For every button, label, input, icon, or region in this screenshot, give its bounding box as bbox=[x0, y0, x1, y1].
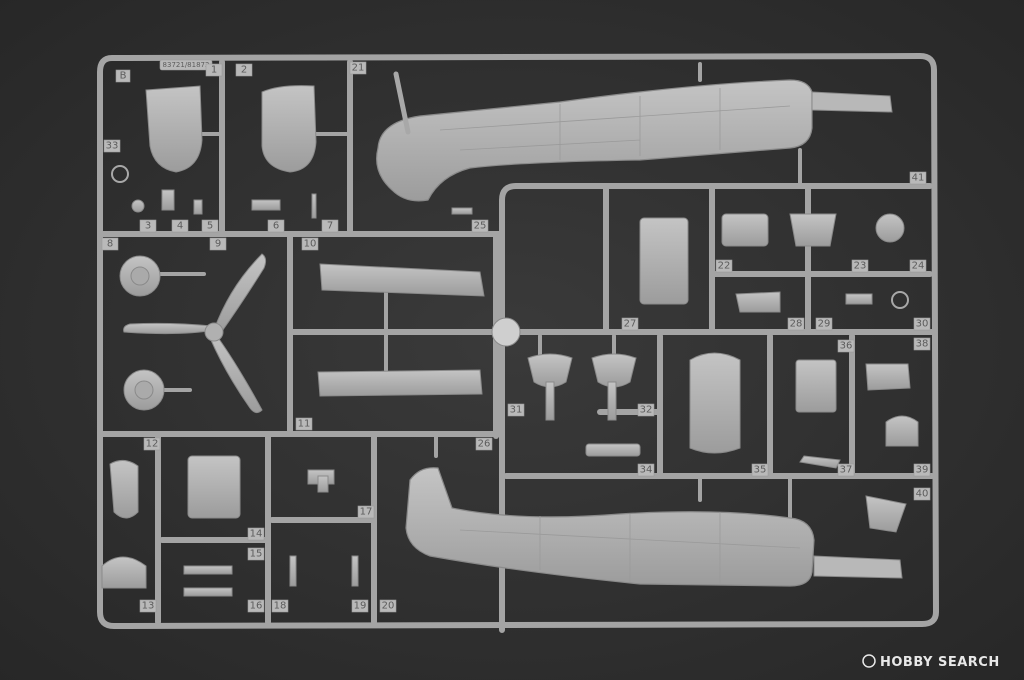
part-number-tag bbox=[139, 219, 157, 233]
part-number: 41 bbox=[912, 173, 925, 184]
part-number-tag bbox=[205, 63, 223, 77]
part-number: 16 bbox=[250, 601, 263, 612]
part-number-tag bbox=[143, 437, 161, 451]
part-number: 10 bbox=[304, 239, 317, 250]
part-number: 22 bbox=[718, 261, 731, 272]
part-number-tag bbox=[209, 237, 227, 251]
part-number: 36 bbox=[840, 341, 853, 352]
part-number: 2 bbox=[241, 65, 247, 76]
part-number-tag bbox=[913, 337, 931, 351]
part-number: 5 bbox=[207, 221, 213, 232]
part-number: 33 bbox=[106, 141, 119, 152]
part-number: 34 bbox=[640, 465, 653, 476]
part-number-tag bbox=[913, 463, 931, 477]
part-number-tag bbox=[715, 259, 733, 273]
part-number-tag bbox=[379, 599, 397, 613]
part-number-tag bbox=[751, 463, 769, 477]
part-number-tag bbox=[349, 61, 367, 75]
part-number: 30 bbox=[916, 319, 929, 330]
part-number-tag bbox=[103, 139, 121, 153]
part-number: 9 bbox=[215, 239, 221, 250]
part-number: 15 bbox=[250, 549, 263, 560]
part-number: 27 bbox=[624, 319, 637, 330]
part-number-tag bbox=[909, 259, 927, 273]
part-number-tag bbox=[201, 219, 219, 233]
part-number: 11 bbox=[298, 419, 311, 430]
sprue-frame bbox=[97, 53, 939, 633]
fuselage-half-lower bbox=[405, 467, 903, 587]
sprue-parts bbox=[101, 85, 919, 597]
sprue-letter: B bbox=[120, 71, 127, 82]
part-number: 21 bbox=[352, 63, 365, 74]
part-number: 20 bbox=[382, 601, 395, 612]
part-number: 4 bbox=[177, 221, 183, 232]
part-number-tag bbox=[621, 317, 639, 331]
part-number: 8 bbox=[107, 239, 113, 250]
part-number-tag bbox=[637, 403, 655, 417]
sprue-code: 83721/81872 bbox=[163, 61, 210, 69]
part-number: 28 bbox=[790, 319, 803, 330]
part-number: 31 bbox=[510, 405, 523, 416]
part-number-tag bbox=[247, 599, 265, 613]
part-number: 38 bbox=[916, 339, 929, 350]
part-number-tags: 83721/81872 B bbox=[115, 59, 213, 83]
part-number-tag bbox=[139, 599, 157, 613]
part-number: 40 bbox=[916, 489, 929, 500]
part-number: 6 bbox=[273, 221, 279, 232]
part-number-tag bbox=[101, 237, 119, 251]
part-number-tag bbox=[475, 437, 493, 451]
part-number-tag bbox=[815, 317, 833, 331]
part-number-tag bbox=[235, 63, 253, 77]
part-number: 25 bbox=[474, 221, 487, 232]
part-number-tag bbox=[351, 599, 369, 613]
fuselage-half-upper bbox=[376, 71, 893, 202]
part-number: 13 bbox=[142, 601, 155, 612]
part-number-tag bbox=[909, 171, 927, 185]
part-number-tag bbox=[637, 463, 655, 477]
part-number: 37 bbox=[840, 465, 853, 476]
part-number: 35 bbox=[754, 465, 767, 476]
part-number: 17 bbox=[360, 507, 373, 518]
part-number: 26 bbox=[478, 439, 491, 450]
part-number-tag bbox=[357, 505, 375, 519]
part-number: 7 bbox=[327, 221, 333, 232]
part-number-tag bbox=[471, 219, 489, 233]
part-number-tag bbox=[837, 339, 855, 353]
part-number-tag bbox=[321, 219, 339, 233]
part-number-tag bbox=[913, 487, 931, 501]
part-number: 1 bbox=[211, 65, 217, 76]
part-number: 24 bbox=[912, 261, 925, 272]
watermark-text: HOBBY SEARCH bbox=[880, 655, 1000, 670]
part-number: 12 bbox=[146, 439, 159, 450]
watermark: HOBBY SEARCH bbox=[862, 654, 1000, 670]
part-number-tag bbox=[507, 403, 525, 417]
part-number: 18 bbox=[274, 601, 287, 612]
part-number: 14 bbox=[250, 529, 263, 540]
part-number-tag bbox=[171, 219, 189, 233]
part-number-tag bbox=[295, 417, 313, 431]
part-number: 29 bbox=[818, 319, 831, 330]
part-number: 39 bbox=[916, 465, 929, 476]
part-number-tag bbox=[247, 547, 265, 561]
part-number-tag bbox=[271, 599, 289, 613]
part-number: 23 bbox=[854, 261, 867, 272]
part-number-tag bbox=[267, 219, 285, 233]
part-number-tag bbox=[851, 259, 869, 273]
part-number: 32 bbox=[640, 405, 653, 416]
part-number-tag bbox=[787, 317, 805, 331]
sprue-gates bbox=[158, 62, 802, 522]
part-number-tag bbox=[913, 317, 931, 331]
part-number-tag bbox=[247, 527, 265, 541]
part-number-tag bbox=[301, 237, 319, 251]
part-number: 19 bbox=[354, 601, 367, 612]
part-number-tag bbox=[837, 463, 855, 477]
part-number: 3 bbox=[145, 221, 151, 232]
